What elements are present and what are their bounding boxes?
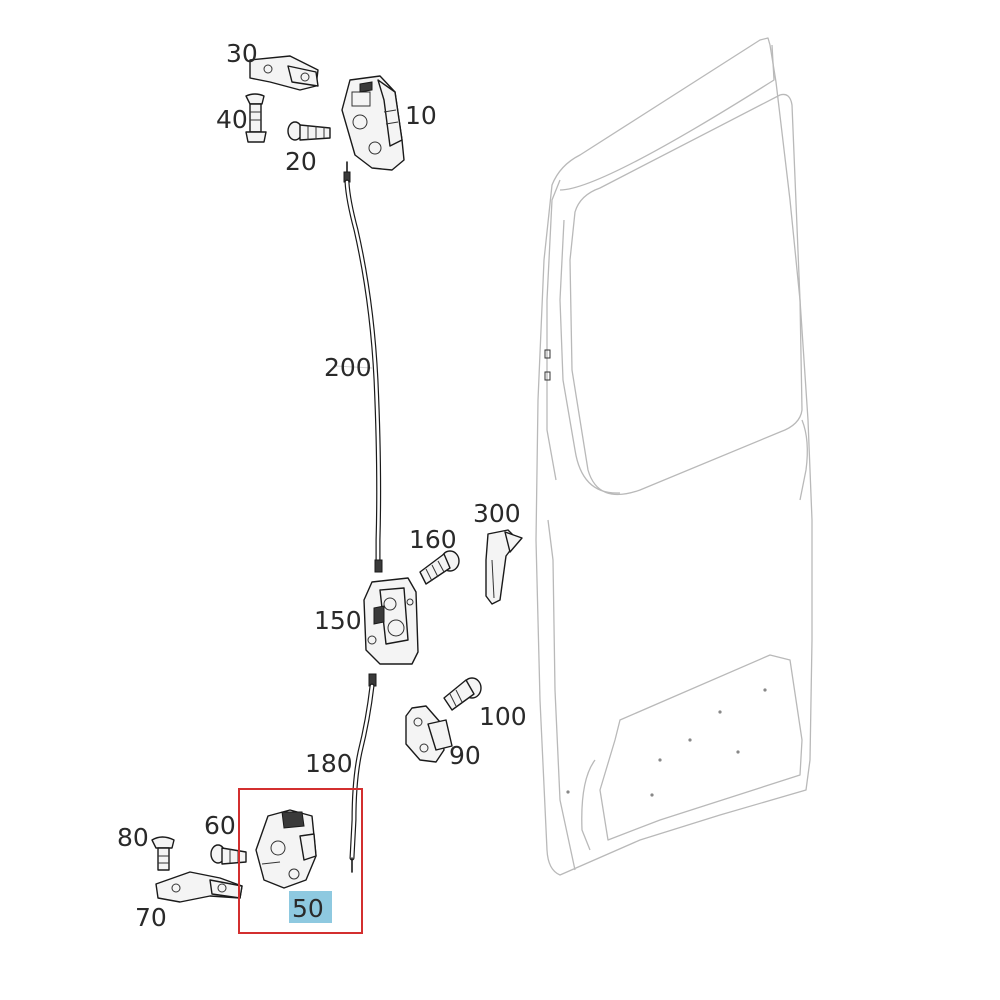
label-150: 150 — [314, 606, 362, 635]
label-50: 50 — [292, 894, 324, 923]
part-80-bolt — [151, 836, 175, 871]
label-10: 10 — [405, 101, 437, 130]
label-300: 300 — [473, 499, 521, 528]
label-160: 160 — [409, 525, 457, 554]
part-150-center-lock — [363, 577, 419, 665]
label-180: 180 — [305, 749, 353, 778]
part-50-lower-lock — [255, 809, 317, 889]
part-20-screw — [287, 121, 331, 141]
part-10-upper-lock — [341, 75, 405, 171]
label-70: 70 — [135, 903, 167, 932]
part-180-cable — [349, 673, 377, 873]
rear-door-panel — [535, 37, 813, 876]
label-40: 40 — [216, 105, 248, 134]
label-200: 200 — [324, 353, 372, 382]
part-160-bolt — [419, 550, 460, 585]
label-80: 80 — [117, 823, 149, 852]
label-60: 60 — [204, 811, 236, 840]
highlight-label-background — [289, 891, 332, 923]
part-100-screw — [443, 677, 482, 711]
part-40-bolt — [245, 93, 267, 143]
label-20: 20 — [285, 147, 317, 176]
label-30: 30 — [226, 39, 258, 68]
label-100: 100 — [479, 702, 527, 731]
part-70-bracket — [155, 871, 243, 903]
part-90-striker — [405, 705, 453, 763]
part-60-screw — [210, 844, 247, 865]
part-30-bracket — [249, 55, 319, 91]
label-90: 90 — [449, 741, 481, 770]
part-300-handle — [485, 529, 523, 605]
highlight-frame — [238, 788, 363, 934]
part-200-cable — [343, 161, 383, 573]
leader-lines — [335, 365, 373, 369]
